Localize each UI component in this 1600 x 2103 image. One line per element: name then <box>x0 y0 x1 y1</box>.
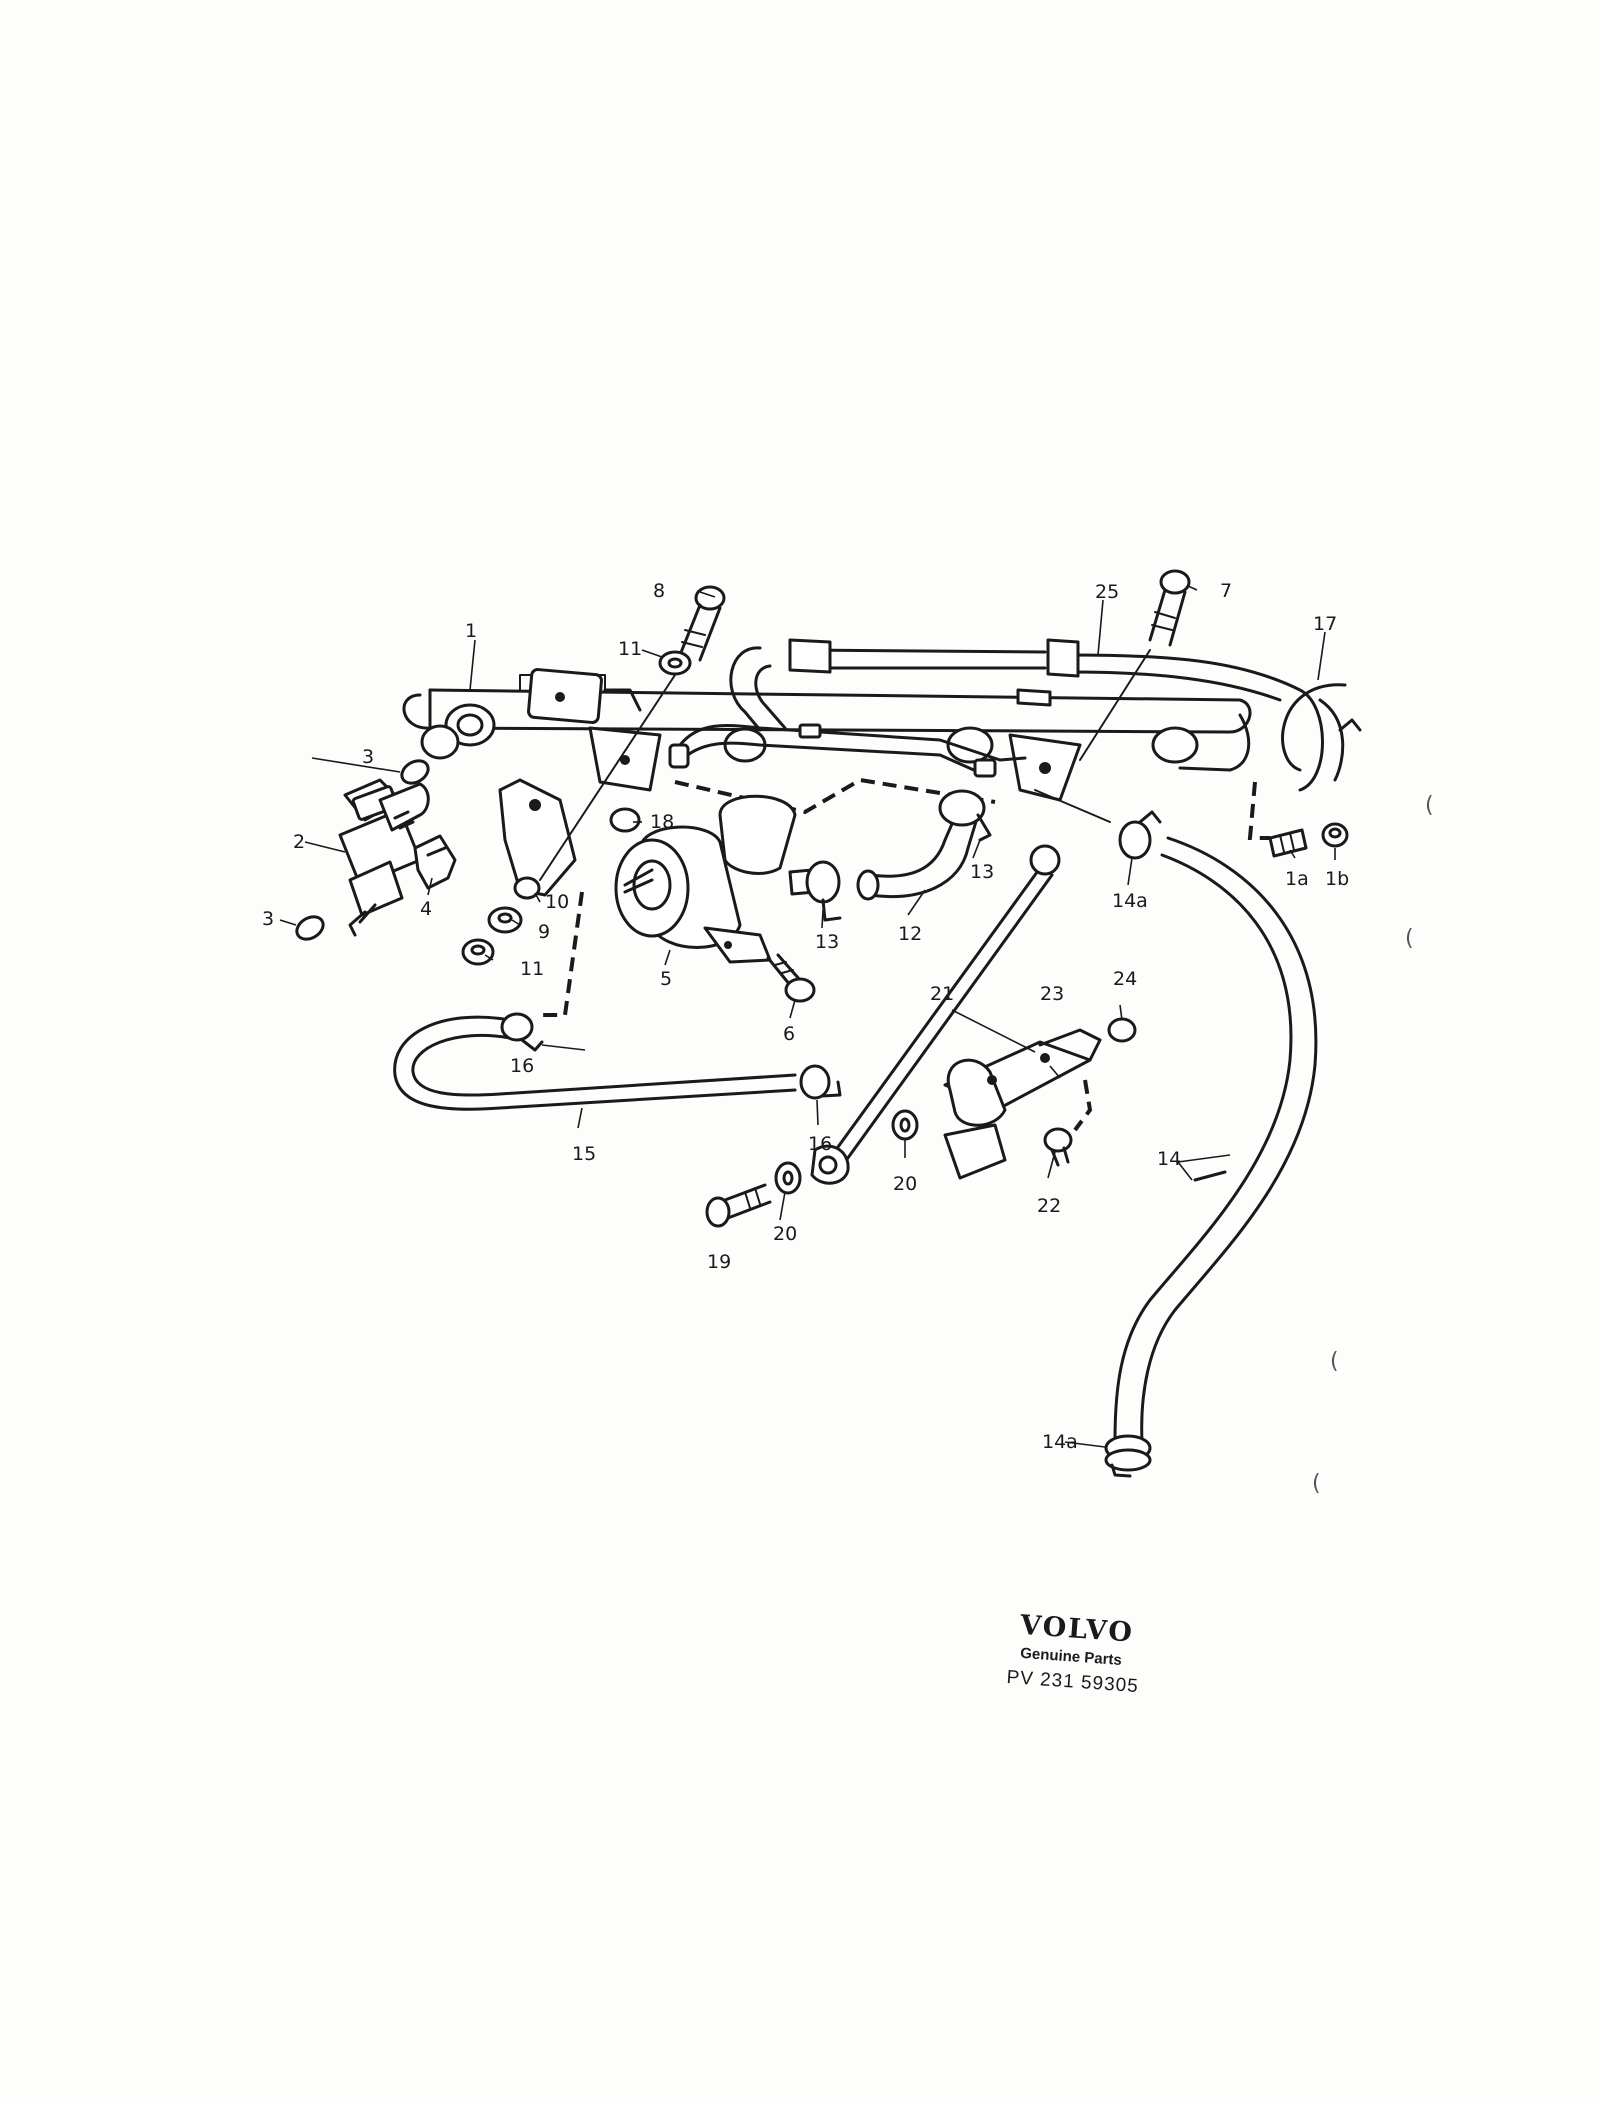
callout-15: 15 <box>572 1143 596 1165</box>
callout-19: 19 <box>707 1251 731 1273</box>
callout-5: 5 <box>660 968 672 990</box>
callout-18: 18 <box>650 811 674 833</box>
washer-11-lower <box>461 938 495 966</box>
hose-14 <box>1113 836 1318 1444</box>
bolt-8 <box>678 585 726 662</box>
margin-mark-2: ( <box>1405 926 1414 951</box>
callout-14a-lower: 14a <box>1042 1431 1078 1453</box>
cold-start-injector <box>943 1028 1102 1180</box>
bolt-6 <box>766 953 816 1003</box>
fuel-injector <box>338 778 430 937</box>
o-ring-lower <box>295 915 325 941</box>
callout-2: 2 <box>293 831 305 853</box>
callout-13-right: 13 <box>970 861 994 883</box>
fuel-line-21 <box>810 844 1061 1185</box>
callout-9: 9 <box>538 921 550 943</box>
margin-mark-4: ( <box>1312 1471 1321 1496</box>
clamp-16-right <box>799 1064 842 1100</box>
banjo-bolt-19 <box>705 1183 772 1228</box>
volvo-stamp: VOLVO Genuine Parts PV 231 59305 <box>1006 1610 1140 1697</box>
dashed-guide-3 <box>538 891 584 1017</box>
callout-3-lower: 3 <box>262 908 274 930</box>
callout-25: 25 <box>1095 581 1119 603</box>
fitting-1a <box>1268 828 1308 858</box>
callout-20-lower: 20 <box>773 1223 797 1245</box>
callout-11-lower: 11 <box>520 958 544 980</box>
spacer-10 <box>513 876 541 900</box>
callout-20-upper: 20 <box>893 1173 917 1195</box>
callout-3-upper: 3 <box>362 746 374 768</box>
callout-17: 17 <box>1313 613 1337 635</box>
brand-subtitle: Genuine Parts <box>1020 1645 1123 1669</box>
o-ring-18 <box>609 807 641 833</box>
callout-16-left: 16 <box>510 1055 534 1077</box>
clamp-13-left <box>805 860 842 922</box>
leader-lines <box>279 585 1336 1448</box>
pressure-regulator <box>614 794 817 964</box>
callout-numbers: 1 1a 1b 2 3 3 4 5 6 7 8 9 10 11 11 12 13… <box>262 580 1349 1453</box>
hose-12 <box>856 808 980 901</box>
callout-1a: 1a <box>1285 868 1309 890</box>
callout-6: 6 <box>783 1023 795 1045</box>
guide-line-right <box>1079 649 1151 761</box>
bolt-7 <box>1148 569 1191 647</box>
fuel-line-upper <box>668 638 1324 792</box>
callout-22: 22 <box>1037 1195 1061 1217</box>
guide-line-clamp <box>1034 789 1111 823</box>
washer-20-upper <box>891 1109 919 1141</box>
brand-logo: VOLVO <box>1018 1610 1135 1649</box>
callout-21: 21 <box>930 983 954 1005</box>
callout-1: 1 <box>465 620 477 642</box>
callout-7: 7 <box>1220 580 1232 602</box>
callout-12: 12 <box>898 923 922 945</box>
fuel-rail <box>402 668 1252 897</box>
screw-22 <box>1043 1127 1073 1167</box>
callout-4: 4 <box>420 898 432 920</box>
callout-14a-upper: 14a <box>1112 890 1148 912</box>
margin-mark-1: ( <box>1425 793 1434 818</box>
retaining-clip <box>1281 683 1362 782</box>
injector-clip <box>413 834 457 890</box>
margin-mark-3: ( <box>1330 1349 1339 1374</box>
washer-24 <box>1107 1017 1137 1043</box>
callout-23: 23 <box>1040 983 1064 1005</box>
dashed-guide-2 <box>1247 781 1270 840</box>
clamp-14a-lower <box>1104 1434 1152 1478</box>
grommet-9 <box>487 906 523 934</box>
clamp-13-right <box>938 789 992 842</box>
margin-marks: ( ( ( ( <box>1312 793 1434 1496</box>
washer-20-lower <box>774 1161 802 1195</box>
guide-line-left <box>539 674 676 881</box>
hose-15 <box>393 1015 797 1111</box>
clamp-16-left <box>500 1012 544 1052</box>
callout-16-right: 16 <box>808 1133 832 1155</box>
callout-10: 10 <box>545 891 569 913</box>
callout-13-left: 13 <box>815 931 839 953</box>
callout-1b: 1b <box>1325 868 1349 890</box>
callout-14: 14 <box>1157 1148 1181 1170</box>
washer-11-upper <box>658 650 692 676</box>
cap-1b <box>1321 822 1349 848</box>
callout-8: 8 <box>653 580 665 602</box>
o-ring-upper <box>400 759 430 785</box>
callout-11-upper: 11 <box>618 638 642 660</box>
clamp-14a-upper <box>1118 810 1162 860</box>
part-number-code: PV 231 59305 <box>1006 1667 1140 1697</box>
dashed-guide-4 <box>1073 1079 1093 1132</box>
callout-24: 24 <box>1113 968 1137 990</box>
